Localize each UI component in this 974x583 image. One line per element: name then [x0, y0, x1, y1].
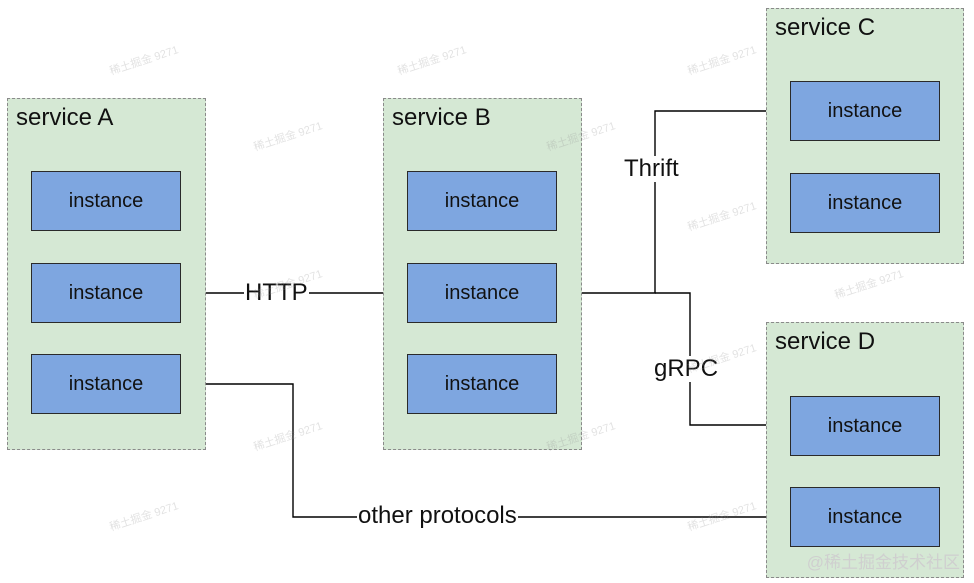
service-b-instance-3: instance	[407, 354, 557, 414]
grpc-label: gRPC	[653, 355, 720, 382]
other-protocols-connector	[181, 383, 789, 522]
service-c-title: service C	[775, 14, 876, 41]
service-b-title: service B	[392, 104, 491, 131]
brand-watermark: @稀土掘金技术社区	[806, 553, 960, 572]
http-label: HTTP	[244, 279, 309, 306]
service-b-instance-1: instance	[407, 171, 557, 231]
service-c-instance-1: instance	[790, 81, 940, 141]
thrift-connector	[557, 106, 789, 294]
service-d-instance-2: instance	[790, 487, 940, 547]
service-b-instance-2: instance	[407, 263, 557, 323]
service-a-instance-1: instance	[31, 171, 181, 231]
service-a-instance-3: instance	[31, 354, 181, 414]
service-d-instance-1: instance	[790, 396, 940, 456]
service-c-instance-2: instance	[790, 173, 940, 233]
service-a-instance-2: instance	[31, 263, 181, 323]
other-protocols-label: other protocols	[357, 502, 518, 529]
thrift-label: Thrift	[623, 155, 680, 182]
service-a-title: service A	[16, 104, 114, 131]
service-d-title: service D	[775, 328, 876, 355]
